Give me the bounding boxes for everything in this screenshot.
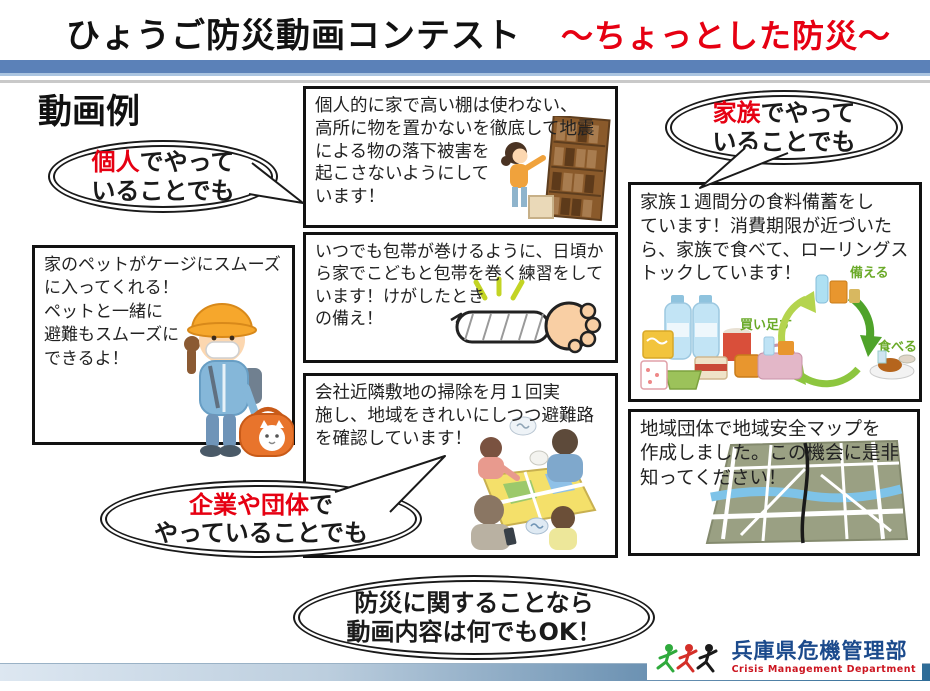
- stockpile-illustration: [640, 295, 762, 390]
- bandaged-arm-illustration: [450, 276, 602, 354]
- bubble-family-text: 家族でやって いることでも: [712, 99, 856, 156]
- page-title: ひょうご防災動画コンテスト: [66, 16, 521, 56]
- header-divider-blue: [0, 60, 930, 73]
- example-text-company: 会社近隣敷地の掃除を月１回実 施し、地域をきれいにしつつ避難路 を確認しています…: [315, 383, 594, 449]
- header-divider-gray: [0, 80, 930, 83]
- bubble-individual-text: 個人でやって いることでも: [91, 148, 235, 205]
- bubble-family-highlight: 家族: [712, 99, 761, 128]
- child-pet-carrier-illustration: [184, 303, 294, 457]
- example-card-shelf: 個人的に家で高い棚は使わない、 高所に物を置かないを徹底して地震 による物の落下…: [303, 86, 618, 228]
- header-divider-lightblue: [0, 73, 930, 76]
- family-map-illustration: [471, 416, 597, 550]
- example-text-shelf: 個人的に家で高い棚は使わない、 高所に物を置かないを徹底して地震 による物の落下…: [315, 96, 595, 207]
- example-card-food: 家族１週間分の食料備蓄をし ています！消費期限が近づいた ら、家族で食べて、ロー…: [628, 182, 922, 402]
- safety-map-illustration: [705, 439, 909, 545]
- header: ひょうご防災動画コンテスト ～ちょっとした防災～: [66, 8, 891, 57]
- section-heading: 動画例: [38, 92, 140, 132]
- woman-bookshelf-illustration: [501, 116, 611, 222]
- example-text-bandage: いつでも包帯が巻けるように、日頃か ら家でこどもと包帯を巻く練習をして います！…: [315, 242, 604, 330]
- bubble-organization-text: 企業や団体で やっていることでも: [153, 490, 369, 547]
- example-text-map: 地域団体で地域安全マップを 作成しました。この機会に是非 知ってください！: [640, 419, 900, 489]
- bubble-organization-highlight: 企業や団体: [189, 490, 309, 519]
- cycle-label-prepare: 備える: [850, 265, 889, 281]
- agency-logo: 兵庫県危機管理部 Crisis Management Department: [646, 636, 922, 680]
- example-card-pet: 家のペットがケージにスムーズ に入ってくれる！ ペットと一緒に 避難もスムーズに…: [32, 245, 295, 457]
- cycle-label-eat: 食べる: [878, 339, 917, 355]
- example-text-food: 家族１週間分の食料備蓄をし ています！消費期限が近づいた ら、家族で食べて、ロー…: [640, 192, 909, 285]
- example-card-map: 地域団体で地域安全マップを 作成しました。この機会に是非 知ってください！: [628, 409, 920, 556]
- bubble-individual: 個人でやって いることでも: [48, 140, 278, 213]
- running-figures-icon: [656, 644, 718, 673]
- rolling-stock-cycle-illustration: 備える 食べる 買い足す: [740, 265, 917, 388]
- agency-name: 兵庫県危機管理部: [731, 639, 908, 664]
- example-text-pet: 家のペットがケージにスムーズ に入ってくれる！ ペットと一緒に 避難もスムーズに…: [44, 255, 281, 369]
- bubble-organization: 企業や団体で やっていることでも: [100, 480, 422, 558]
- agency-name-english: Crisis Management Department: [731, 664, 916, 676]
- example-card-bandage: いつでも包帯が巻けるように、日頃か ら家でこどもと包帯を巻く練習をして います！…: [303, 232, 618, 363]
- bubble-anything-ok-text: 防災に関することなら 動画内容は何でもOK！: [346, 589, 602, 646]
- example-card-company: 会社近隣敷地の掃除を月１回実 施し、地域をきれいにしつつ避難路 を確認しています…: [303, 373, 618, 558]
- bubble-family: 家族でやって いることでも: [665, 90, 903, 165]
- bubble-individual-highlight: 個人: [91, 148, 140, 177]
- page-subtitle: ～ちょっとした防災～: [561, 17, 892, 55]
- bubble-anything-ok: 防災に関することなら 動画内容は何でもOK！: [293, 575, 655, 660]
